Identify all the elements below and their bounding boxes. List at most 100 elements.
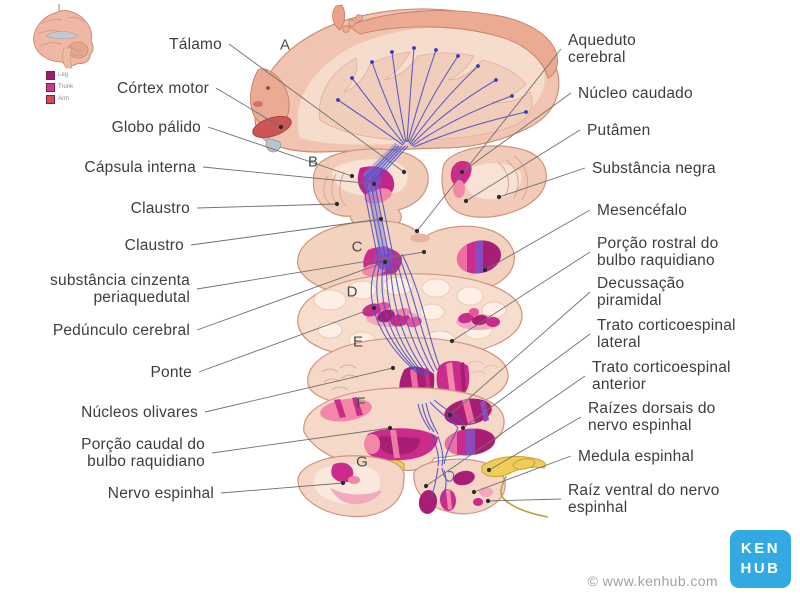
section-letter-g: G <box>356 453 368 471</box>
section-letter-a: A <box>279 36 291 54</box>
target-dot-raiz-ventral <box>485 498 491 504</box>
leader-raiz-ventral <box>487 498 562 502</box>
section-a-hemisphere <box>250 4 560 153</box>
label-putamen: Putâmen <box>587 121 651 139</box>
target-dot-pedunculo-cerebral <box>382 259 388 265</box>
kenhub-logo-line2: HUB <box>740 560 781 577</box>
target-dot-medula-espinhal <box>471 489 477 495</box>
label-medula-espinhal: Medula espinhal <box>578 447 694 465</box>
section-b-left-slice <box>312 148 429 231</box>
label-capsula-interna: Cápsula interna <box>84 158 196 176</box>
leader-ponte <box>198 307 375 373</box>
label-cortex-motor: Córtex motor <box>117 79 209 97</box>
legend-label-trunk: Trunk <box>58 84 74 90</box>
leader-substancia-negra <box>498 167 586 198</box>
target-dot-ponte <box>371 305 377 311</box>
legend-row-arm: Arm <box>46 95 73 104</box>
leader-globo-palido <box>207 126 353 177</box>
leader-pedunculo-cerebral <box>196 261 386 331</box>
leader-trato-lateral <box>462 333 591 429</box>
label-globo-palido: Globo pálido <box>111 118 201 136</box>
legend-row-trunk: Trunk <box>46 83 73 92</box>
legend-swatch-leg <box>46 71 55 80</box>
kenhub-logo-line1: KEN <box>740 540 781 557</box>
target-dot-cortex-motor <box>278 124 284 130</box>
kenhub-logo[interactable]: KEN HUB <box>730 530 791 588</box>
label-nervo-espinhal: Nervo espinhal <box>107 484 214 502</box>
leader-cortex-motor <box>215 87 282 128</box>
label-talamo: Tálamo <box>169 35 222 53</box>
thumbnail-brain <box>33 4 94 69</box>
target-dot-globo-palido <box>349 173 355 179</box>
label-nucleo-caudado: Núcleo caudado <box>578 84 693 102</box>
target-dot-putamen <box>463 198 469 204</box>
leader-trato-anterior <box>425 375 586 487</box>
target-dot-porcao-caudal <box>387 425 393 431</box>
fiber-origin-dots <box>336 46 528 114</box>
spinal-nerve-right <box>481 455 549 518</box>
target-dot-trato-lateral <box>460 425 466 431</box>
copyright-text: © www.kenhub.com <box>587 573 718 589</box>
section-letter-e: E <box>352 333 364 351</box>
label-mesencefalo: Mesencéfalo <box>597 201 688 219</box>
leader-porcao-caudal <box>211 427 391 454</box>
label-substancia-negra: Substância negra <box>592 159 716 177</box>
target-dot-talamo <box>401 169 407 175</box>
section-letter-d: D <box>346 283 358 301</box>
legend-row-leg: Leg <box>46 71 73 80</box>
corticospinal-fibers <box>337 47 527 501</box>
target-dot-nucleos-olivares <box>390 365 396 371</box>
leader-substancia-cinzenta <box>196 251 425 290</box>
label-ponte: Ponte <box>150 363 192 381</box>
leader-talamo <box>228 43 405 173</box>
leader-claustro-1 <box>196 203 338 209</box>
leader-claustro-2 <box>190 218 382 246</box>
target-dot-nucleo-caudado <box>459 169 465 175</box>
section-letter-b: B <box>307 153 319 171</box>
label-nucleos-olivares: Núcleos olivares <box>81 403 198 421</box>
section-letter-c: C <box>351 238 363 256</box>
target-dot-capsula-interna <box>371 181 377 187</box>
label-claustro-1: Claustro <box>130 199 190 217</box>
leader-aqueduto-cerebral <box>416 48 562 232</box>
leader-putamen <box>465 129 581 202</box>
leader-nervo-espinhal <box>220 482 344 494</box>
leader-mesencefalo <box>484 209 591 271</box>
target-dot-mesencefalo <box>482 267 488 273</box>
target-dot-nervo-espinhal <box>340 480 346 486</box>
target-dot-claustro-1 <box>334 201 340 207</box>
leader-porcao-rostral <box>451 251 591 342</box>
label-pedunculo-cerebral: Pedúnculo cerebral <box>52 321 190 339</box>
legend-swatch-arm <box>46 95 55 104</box>
target-dot-aqueduto-cerebral <box>414 228 420 234</box>
target-dot-substancia-cinzenta <box>421 249 427 255</box>
legend-label-leg: Leg <box>58 72 69 78</box>
motor-homunculus <box>250 4 559 153</box>
target-dot-trato-anterior <box>423 483 429 489</box>
target-dot-substancia-negra <box>496 194 502 200</box>
target-dot-raizes-dorsais <box>486 467 492 473</box>
leader-capsula-interna <box>202 166 375 185</box>
pontine-corticospinal-bundles <box>362 302 500 330</box>
leader-nucleos-olivares <box>204 367 394 413</box>
legend-label-arm: Arm <box>58 96 69 102</box>
leader-decussacao-piramidal <box>449 291 591 416</box>
target-dot-porcao-rostral <box>449 338 455 344</box>
target-dot-decussacao-piramidal <box>447 412 453 418</box>
leader-medula-espinhal <box>473 455 572 493</box>
leader-nucleo-caudado <box>461 92 572 173</box>
section-letter-f: F <box>356 394 366 412</box>
legend-swatch-trunk <box>46 83 55 92</box>
